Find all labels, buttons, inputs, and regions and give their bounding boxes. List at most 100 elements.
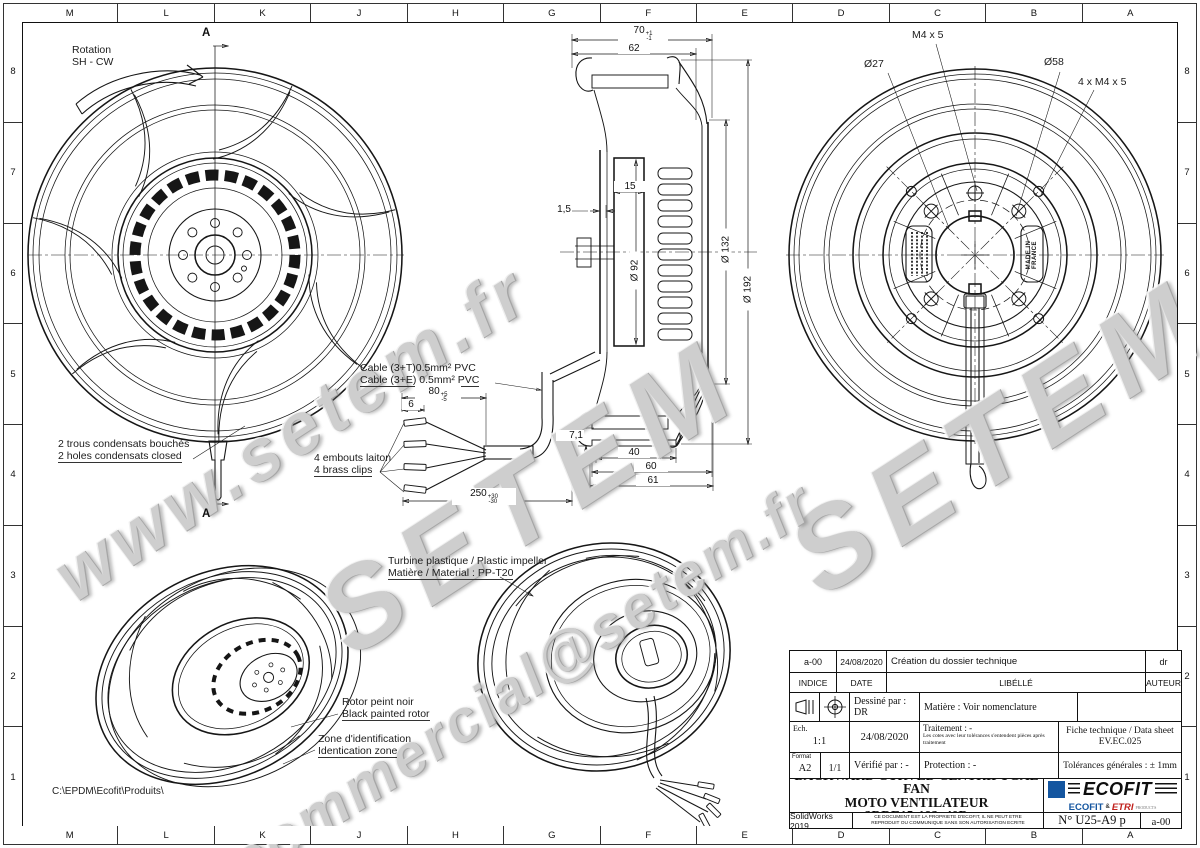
header-libelle: LIBÉLLÉ [886, 672, 1145, 692]
grid-col: F [601, 826, 697, 844]
grid-col: D [793, 4, 890, 22]
dimension-label: 61 [636, 475, 670, 486]
grid-row: 4 [1178, 425, 1196, 526]
grid-col: J [311, 4, 408, 22]
grid-col: M [22, 4, 119, 22]
drawing-number: N° U25-A9 p [1043, 812, 1140, 828]
projection-symbol-2 [819, 692, 849, 721]
logo-sub-amp: & [1105, 804, 1110, 810]
empty-cell [1077, 692, 1181, 721]
format-cell: Format A2 [790, 752, 820, 778]
dimension-label: 60 [634, 461, 668, 472]
treatment-cell: Traitement : - Les cotes avec leur tolér… [919, 721, 1058, 752]
grid-col: G [504, 4, 601, 22]
made-in-france-text: MADE IN FRANCE [1026, 240, 1038, 270]
grid-col: C [890, 4, 987, 22]
grid-row: 6 [4, 224, 22, 325]
legal-notice: CE DOCUMENT EST LA PROPRIETE D'ECOFIT, I… [852, 812, 1043, 828]
grid-col: H [408, 4, 505, 22]
dimension-label: 7,1 [556, 430, 584, 441]
grid-col: K [215, 4, 312, 22]
revision-date: 24/08/2020 [836, 651, 886, 672]
screw-callout: M4 x 5 [912, 29, 944, 41]
revision-auteur: dr [1145, 651, 1181, 672]
dimension-label: Ø 92 [629, 251, 641, 290]
dimension-label: 6 [402, 399, 420, 410]
drawing-title: BACKWARD CURVED CENTRIFUGAL FAN MOTO VEN… [790, 778, 1043, 812]
dimension-label: 250+30-30 [452, 488, 516, 506]
material: Matière : Voir nomenclature [919, 692, 1077, 721]
dimension-label: 40 [618, 447, 650, 458]
grid-col: F [601, 4, 697, 22]
bolt-circle-callout: Ø58 [1044, 56, 1064, 68]
header-indice: INDICE [790, 672, 836, 692]
logo-stripes-right [1155, 783, 1177, 795]
motor-spec-label [905, 225, 933, 283]
grid-row: 4 [4, 425, 22, 526]
grid-col: J [311, 826, 408, 844]
section-view [379, 34, 757, 506]
grid-col: D [793, 826, 890, 844]
cable [403, 351, 601, 494]
impeller-material-note: Turbine plastique / Plastic impeller Mat… [388, 555, 548, 580]
rotation-arrow [75, 64, 204, 115]
grid-row: 7 [4, 123, 22, 224]
indice-cell: Indice : a-00 [1140, 812, 1181, 828]
grid-col: B [986, 4, 1083, 22]
ecofit-logo-square [1048, 780, 1065, 798]
dimension-label: 1,5 [540, 204, 572, 215]
tolerances-cell: Tolérances générales : ± 1mm [1058, 752, 1181, 778]
first-angle-symbol [795, 699, 813, 715]
dimension-label: 80+5-5 [415, 386, 461, 404]
dimension-label: Ø 192 [742, 268, 754, 311]
folio-cell: Folio 1/1 [820, 752, 849, 778]
grid-column-strip-top: M L K J H G F E D C B A [22, 4, 1178, 22]
header-auteur: AUTEUR [1145, 672, 1181, 692]
grid-row: 1 [1184, 771, 1190, 783]
hole-dia-callout: Ø27 [864, 58, 884, 70]
revision-libelle: Création du dossier technique [886, 651, 1145, 672]
grid-row: 2 [1178, 627, 1196, 728]
rear-cable [963, 293, 987, 490]
grid-row-strip-right: 8 7 6 5 4 3 2 1 [1178, 22, 1196, 827]
rear-view [786, 43, 1164, 490]
section-marker-bottom: A [202, 508, 211, 520]
grid-col: G [504, 826, 601, 844]
projection-symbol-1 [790, 692, 819, 721]
grid-row: 7 [1178, 123, 1196, 224]
screws-callout: 4 x M4 x 5 [1078, 76, 1127, 88]
grid-row: 6 [1178, 224, 1196, 325]
grid-row: 3 [1178, 526, 1196, 627]
grid-row: 2 [4, 627, 22, 728]
grid-row: 8 [4, 22, 22, 123]
grid-col: C [890, 826, 987, 844]
grid-col: L [118, 4, 215, 22]
checked-by: Vérifié par : - [849, 752, 919, 778]
condensate-note: 2 trous condensats bouchés 2 holes conde… [58, 438, 190, 463]
datasheet-cell: Fiche technique / Data sheet EV.EC.025 [1058, 721, 1181, 752]
section-marker-top: A [202, 27, 211, 39]
grid-row: 3 [4, 526, 22, 627]
header-date: DATE [836, 672, 886, 692]
grid-col: M [22, 826, 119, 844]
revision-indice: a-00 [803, 656, 822, 667]
grid-row-strip-left: 8 7 6 5 4 3 2 1 [4, 22, 22, 827]
front-view [27, 46, 404, 504]
grid-row: 1 [10, 771, 16, 783]
drawn-by: Dessiné par : DR [849, 692, 919, 721]
rotation-note: Rotation SH - CW [72, 44, 114, 68]
logo-sub-products: PRODUCTS [1135, 804, 1157, 810]
grid-col: H [408, 826, 505, 844]
logo-sub-etri: ETRI [1111, 801, 1134, 813]
cable-note: Cable (3+T)0.5mm² PVC Cable (3+E) 0.5mm²… [360, 362, 480, 387]
iso-cable [645, 695, 722, 830]
dimension-label: 70+1-1 [618, 25, 668, 43]
grid-col: A [1127, 829, 1134, 841]
title-block: a-00 24/08/2020 Création du dossier tech… [789, 650, 1182, 829]
grid-col: B [986, 826, 1083, 844]
logo-stripes-left [1068, 783, 1080, 795]
brass-clips-note: 4 embouts laiton 4 brass clips [314, 452, 392, 477]
grid-col: L [118, 826, 215, 844]
